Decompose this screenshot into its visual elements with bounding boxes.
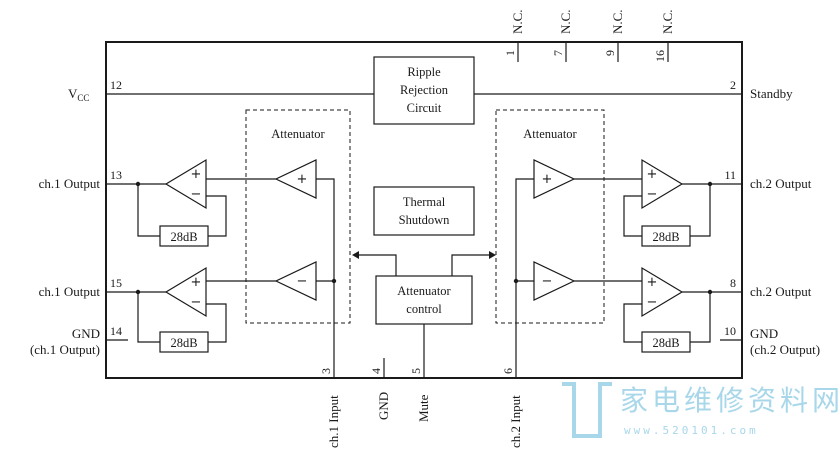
att-control-line-1: Attenuator xyxy=(397,284,451,298)
pin-6-label: ch.2 Input xyxy=(508,395,523,448)
svg-text:28dB: 28dB xyxy=(652,230,679,244)
pin-16-number: 16 xyxy=(653,50,667,62)
pin-9-label: N.C. xyxy=(610,9,625,34)
pin-13-number: 13 xyxy=(110,168,122,182)
pin-3-number: 3 xyxy=(319,368,333,374)
watermark-url: www.520101.com xyxy=(624,424,759,437)
thermal-line-1: Thermal xyxy=(403,195,446,209)
ch2-output-amp-lower xyxy=(641,266,684,318)
pin-11-number: 11 xyxy=(724,168,736,182)
ripple-line-1: Ripple xyxy=(407,65,441,79)
svg-text:−: − xyxy=(191,295,202,310)
svg-text:28dB: 28dB xyxy=(170,230,197,244)
svg-text:−: − xyxy=(647,187,658,202)
svg-text:+: + xyxy=(647,167,658,182)
ch2-attenuator-amp-upper xyxy=(533,159,576,199)
pin-1-label: N.C. xyxy=(510,9,525,34)
ch2-output-amp-upper xyxy=(641,158,684,210)
pin-14-sublabel: (ch.1 Output) xyxy=(30,342,100,357)
ch1-output-amp-lower xyxy=(164,266,207,318)
pin-4-number: 4 xyxy=(369,368,383,374)
pin-2-number: 2 xyxy=(730,78,736,92)
att-control-line-2: control xyxy=(406,302,442,316)
ripple-rejection-block: Ripple Rejection Circuit xyxy=(373,56,475,125)
pin-5-number: 5 xyxy=(409,368,423,374)
pin-14-label: GND xyxy=(72,326,100,341)
ripple-line-3: Circuit xyxy=(407,101,442,115)
svg-text:−: − xyxy=(647,295,658,310)
svg-text:28dB: 28dB xyxy=(652,336,679,350)
pin-9-number: 9 xyxy=(603,50,617,56)
svg-text:+: + xyxy=(191,167,202,182)
pin-8-label: ch.2 Output xyxy=(750,284,812,299)
svg-text:+: + xyxy=(542,172,553,187)
pin-13-label: ch.1 Output xyxy=(39,176,101,191)
pin-15-number: 15 xyxy=(110,276,122,290)
pin-12-number: 12 xyxy=(110,78,122,92)
ripple-line-2: Rejection xyxy=(400,83,449,97)
attenuator-label-right: Attenuator xyxy=(523,127,577,141)
pin-7-label: N.C. xyxy=(558,9,573,34)
pin-8-number: 8 xyxy=(730,276,736,290)
watermark-logo-icon xyxy=(562,382,612,438)
svg-text:+: + xyxy=(191,275,202,290)
bottom-pins: 3 ch.1 Input 4 GND 5 Mute 6 ch.2 Input xyxy=(319,358,523,448)
pin-15-label: ch.1 Output xyxy=(39,284,101,299)
pin-2-label: Standby xyxy=(750,86,793,101)
watermark-text: 家电维修资料网 xyxy=(620,384,838,417)
attenuator-box-left xyxy=(245,109,351,324)
svg-text:+: + xyxy=(297,172,308,187)
pin-10-sublabel: (ch.2 Output) xyxy=(750,342,820,357)
watermark: 家电维修资料网 www.520101.com xyxy=(562,382,838,438)
pin-10-label: GND xyxy=(750,326,778,341)
pin-5-label: Mute xyxy=(416,394,431,422)
nc-pins: 1 N.C. 7 N.C. 9 N.C. 16 N.C. xyxy=(503,9,675,62)
ch2-attenuator-amp-lower xyxy=(533,261,576,301)
attenuator-label-left: Attenuator xyxy=(271,127,325,141)
pin-10-number: 10 xyxy=(724,324,736,338)
pin-4-label: GND xyxy=(376,392,391,420)
svg-text:−: − xyxy=(191,187,202,202)
svg-text:28dB: 28dB xyxy=(170,336,197,350)
pin-16-label: N.C. xyxy=(660,9,675,34)
svg-text:−: − xyxy=(542,274,553,289)
ch1-output-amp-upper xyxy=(164,158,207,210)
pin-7-number: 7 xyxy=(551,50,565,56)
thermal-line-2: Shutdown xyxy=(399,213,450,227)
svg-text:+: + xyxy=(647,275,658,290)
pin-3-label: ch.1 Input xyxy=(326,395,341,448)
attenuator-box-right xyxy=(495,109,605,324)
pin-1-number: 1 xyxy=(503,50,517,56)
pin-6-number: 6 xyxy=(501,368,515,374)
thermal-shutdown-block: Thermal Shutdown xyxy=(373,186,475,236)
attenuator-control-block: Attenuator control xyxy=(375,275,473,325)
pin-14-number: 14 xyxy=(110,324,122,338)
pin-vcc-label: VCC xyxy=(68,86,89,103)
svg-text:−: − xyxy=(297,274,308,289)
pin-11-label: ch.2 Output xyxy=(750,176,812,191)
